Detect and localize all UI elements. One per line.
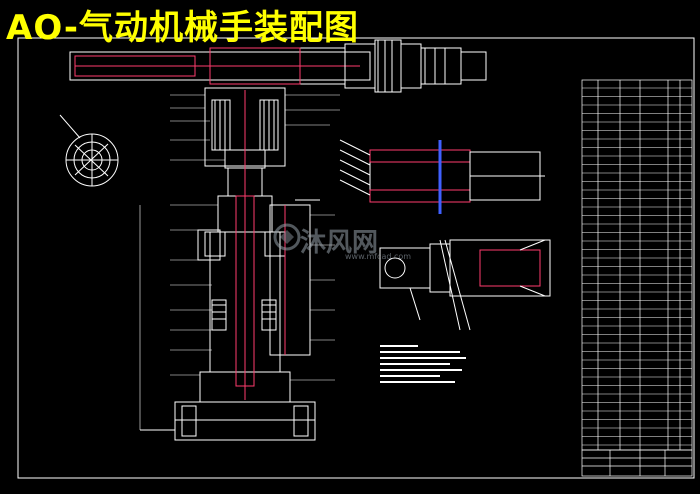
vertical-column (199, 90, 291, 403)
section-view-circle (59, 114, 119, 187)
watermark-brand: 沐风网 (300, 228, 379, 258)
drawing-frame (17, 37, 695, 479)
parts-list-table (581, 79, 693, 451)
title-block (581, 449, 693, 477)
parts-list-rows (582, 87, 692, 446)
base-plate (140, 401, 316, 441)
technical-notes (380, 345, 466, 383)
leader-lines-left (139, 94, 225, 430)
watermark-logo-icon (273, 223, 301, 251)
drawing-title: AO-气动机械手装配图 (6, 8, 359, 48)
gripper-lower-detail (379, 239, 551, 331)
gripper-upper-detail (339, 139, 545, 214)
arm-cylinder (209, 47, 301, 85)
watermark-url: www.mfcad.com (345, 252, 412, 261)
leader-lines-right (285, 94, 340, 381)
